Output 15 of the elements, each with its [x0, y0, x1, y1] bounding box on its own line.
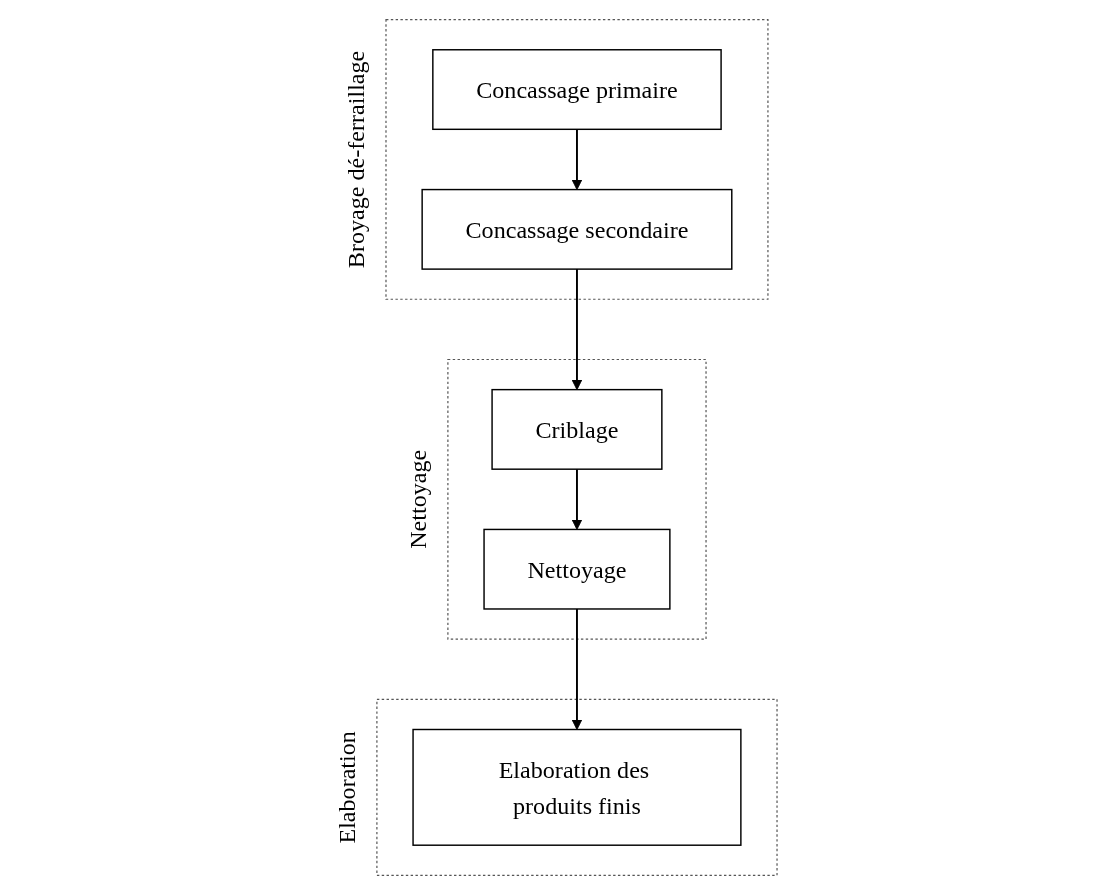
- cluster: [375, 698, 778, 876]
- node-box: Concassage secondaire: [421, 188, 733, 270]
- cluster: [385, 19, 769, 300]
- node-label: Elaboration: [333, 731, 360, 844]
- arrow: [571, 128, 582, 191]
- arrow: [571, 268, 582, 391]
- node-box: Concassage primaire: [431, 49, 722, 131]
- node-box: Criblage: [491, 388, 663, 470]
- arrow: [571, 608, 582, 730]
- arrow: [571, 468, 582, 530]
- node-box: Elaboration des produits finis: [412, 728, 742, 846]
- node-box: Nettoyage: [483, 528, 671, 610]
- node-label: Broyage dé-ferraillage: [342, 50, 369, 269]
- cluster: [446, 358, 707, 640]
- node-label: Nettoyage: [404, 449, 431, 549]
